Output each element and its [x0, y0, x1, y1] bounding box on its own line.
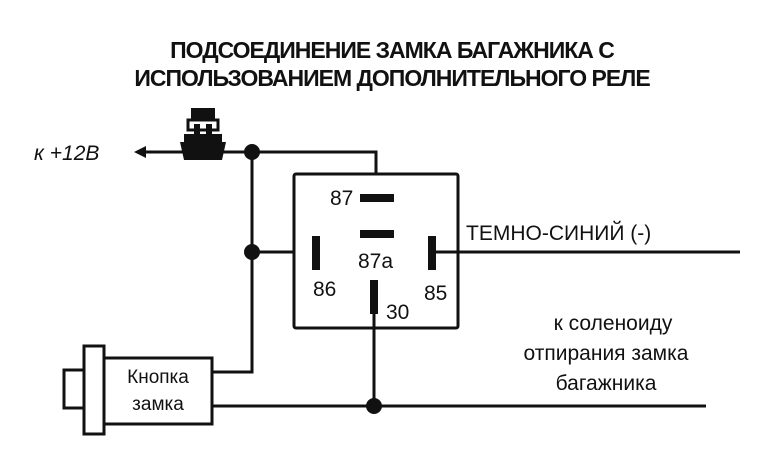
- button-label-line-1: Кнопка: [127, 367, 189, 388]
- pin-87a-label: 87a: [358, 250, 393, 273]
- pin-86-label: 86: [313, 278, 336, 301]
- junction-bottom: [366, 398, 382, 414]
- pin-85-label: 85: [424, 282, 447, 305]
- relay-pin-86: [312, 236, 320, 270]
- solenoid-label-line-1: к соленоиду: [554, 312, 673, 335]
- junction-86: [244, 244, 260, 260]
- arrow-left-icon: [134, 146, 146, 158]
- fuse-icon: [180, 108, 226, 160]
- solenoid-label-line-3: багажника: [556, 372, 657, 395]
- solenoid-label-line-2: отпирания замка: [524, 342, 689, 365]
- title-line-1: ПОДСОЕДИНЕНИЕ ЗАМКА БАГАЖНИКА С: [170, 37, 614, 63]
- junction-top: [244, 144, 260, 160]
- relay-pin-85: [428, 236, 436, 270]
- lock-button-icon: [62, 344, 214, 436]
- pin-30-label: 30: [386, 301, 409, 324]
- button-label-line-2: замка: [132, 394, 184, 415]
- title-line-2: ИСПОЛЬЗОВАНИЕМ ДОПОЛНИТЕЛЬНОГО РЕЛЕ: [134, 65, 650, 91]
- relay-pin-87: [360, 194, 394, 202]
- dark-blue-wire-label: ТЕМНО-СИНИЙ (-): [466, 221, 651, 245]
- pin-87-label: 87: [330, 187, 353, 210]
- button-feed-wire: [212, 152, 254, 374]
- power-label: к +12В: [34, 142, 99, 165]
- relay-pin-30: [370, 280, 378, 314]
- relay-pin-87a: [360, 230, 394, 238]
